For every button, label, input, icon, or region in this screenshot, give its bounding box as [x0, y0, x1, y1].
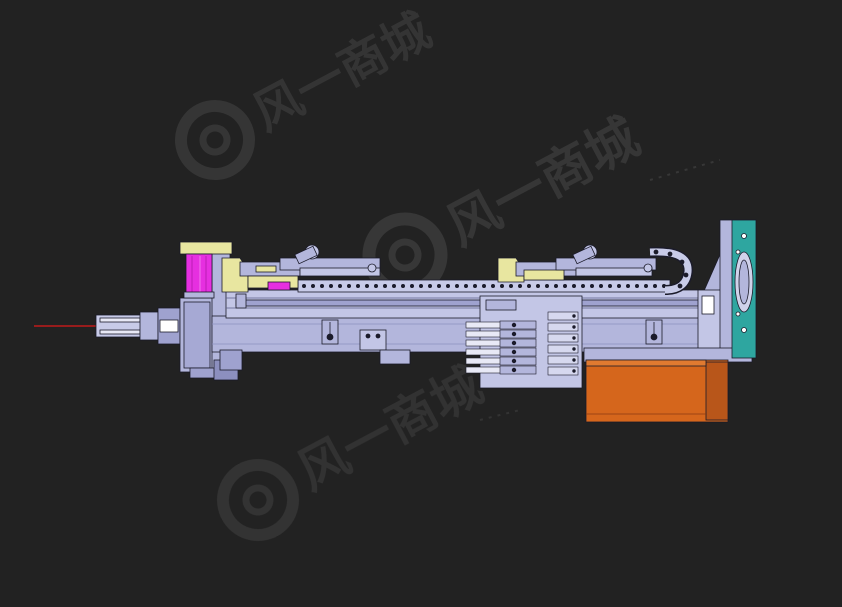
watermark-3: 风一商城	[217, 356, 492, 541]
watermark-1: 风一商城	[175, 3, 440, 180]
cable-chain	[297, 246, 694, 295]
teal-flange	[731, 219, 757, 359]
ring-logo-icon	[217, 459, 299, 541]
left-gripper	[95, 307, 181, 345]
motor	[585, 359, 729, 423]
clamp-assembly-right	[497, 244, 657, 283]
watermark-text: 风一商城	[244, 3, 440, 143]
clamp-assembly-left	[221, 244, 381, 309]
watermark-text: 风一商城	[288, 356, 492, 501]
beam-brackets	[321, 319, 663, 351]
ring-logo-icon	[175, 100, 255, 180]
right-mount	[583, 219, 753, 363]
main-beam	[211, 289, 723, 353]
carriage	[465, 295, 583, 389]
lower-bracket	[219, 349, 411, 371]
watermark-text: 风一商城	[437, 107, 649, 258]
magenta-cylinder	[179, 241, 233, 299]
